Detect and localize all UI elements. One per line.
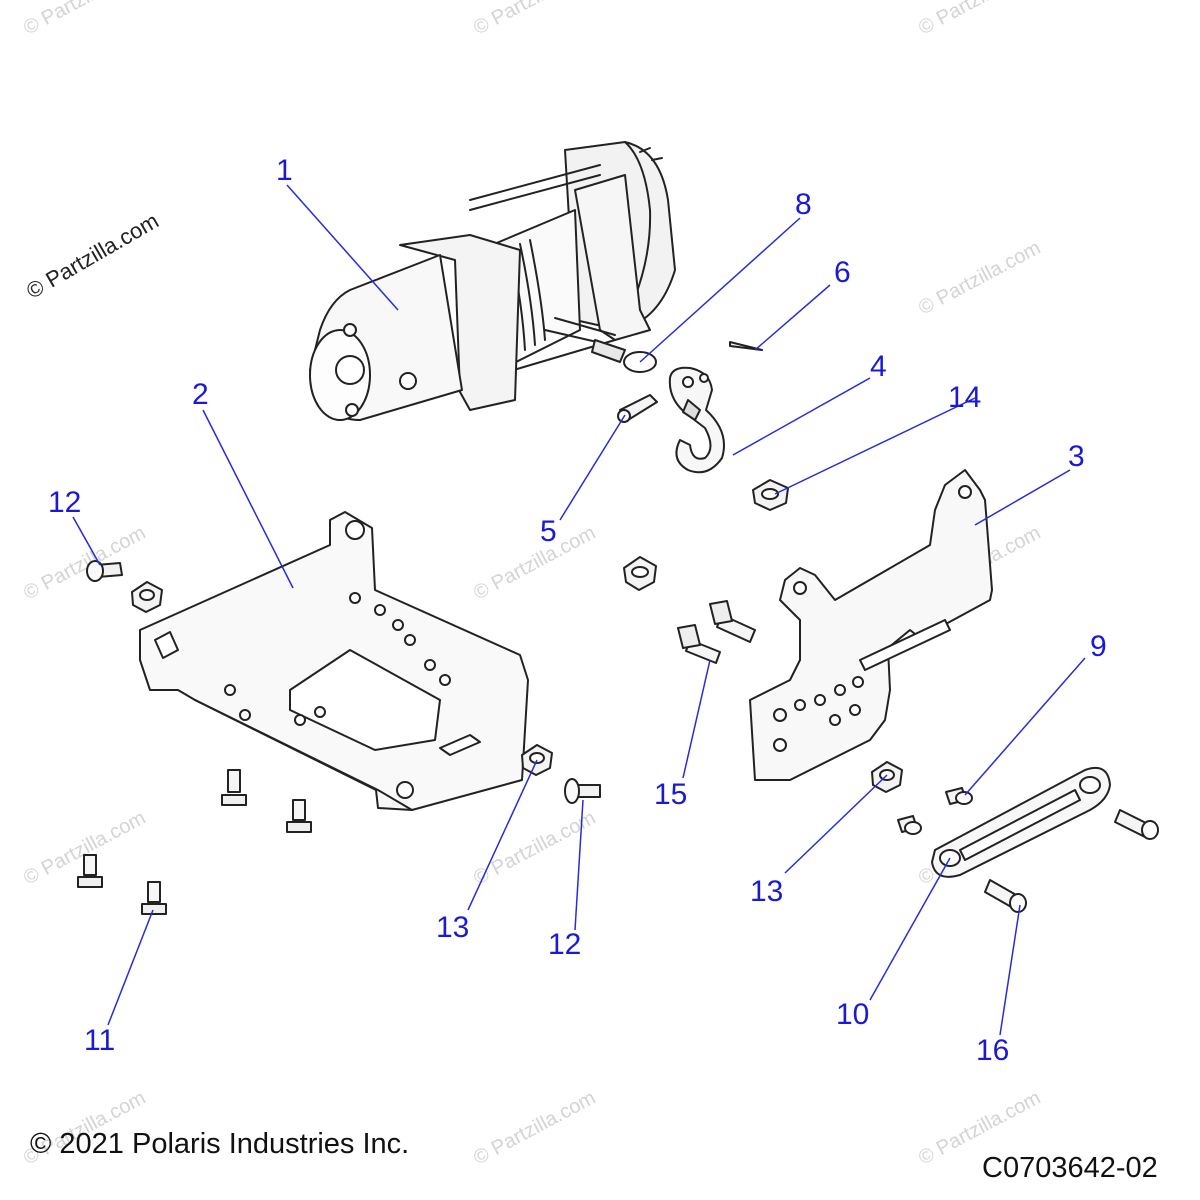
- bolt-part: [141, 881, 167, 915]
- diagram-code: C0703642-02: [982, 1152, 1158, 1184]
- callout-2: 2: [192, 378, 209, 411]
- screw-part: [945, 787, 973, 805]
- nut-part: [871, 761, 903, 793]
- fairlead-part: [931, 766, 1111, 878]
- bolt-part: [984, 879, 1027, 913]
- callout-15: 15: [654, 778, 688, 811]
- copyright-text: © 2021 Polaris Industries Inc.: [30, 1128, 410, 1160]
- callout-10: 10: [836, 998, 870, 1031]
- callout-13-right: 13: [750, 875, 784, 908]
- callout-12-middle: 12: [548, 928, 582, 961]
- callout-13-middle: 13: [436, 911, 470, 944]
- mount-plate-part: [139, 511, 529, 811]
- callout-11: 11: [84, 1024, 116, 1057]
- nut-part: [752, 479, 789, 511]
- callout-5: 5: [540, 515, 557, 548]
- callout-8: 8: [795, 188, 812, 221]
- nut-part: [521, 744, 553, 776]
- bolt-part: [709, 600, 756, 643]
- screw-part: [897, 815, 922, 835]
- callout-14: 14: [948, 381, 982, 414]
- fairlead-bracket-part: [749, 469, 993, 781]
- hook-part: [668, 366, 725, 474]
- callout-16: 16: [976, 1034, 1010, 1067]
- bolt-part: [286, 799, 312, 833]
- bolt-part: [86, 560, 123, 582]
- callout-12-left: 12: [48, 486, 82, 519]
- callout-4: 4: [870, 350, 887, 383]
- bolt-part: [564, 778, 601, 804]
- bolt-part: [1114, 809, 1159, 840]
- winch-part: [309, 141, 676, 421]
- nut-part: [131, 581, 163, 613]
- callout-9: 9: [1090, 630, 1107, 663]
- cotter-pin-part: [729, 341, 763, 351]
- callout-1: 1: [276, 154, 293, 187]
- bolt-part: [221, 769, 247, 806]
- leader-lines: [72, 184, 1086, 1036]
- nut-part: [623, 556, 657, 591]
- callout-6: 6: [834, 256, 851, 289]
- bolt-part: [677, 624, 721, 664]
- callout-3: 3: [1068, 440, 1085, 473]
- bolt-part: [77, 854, 103, 888]
